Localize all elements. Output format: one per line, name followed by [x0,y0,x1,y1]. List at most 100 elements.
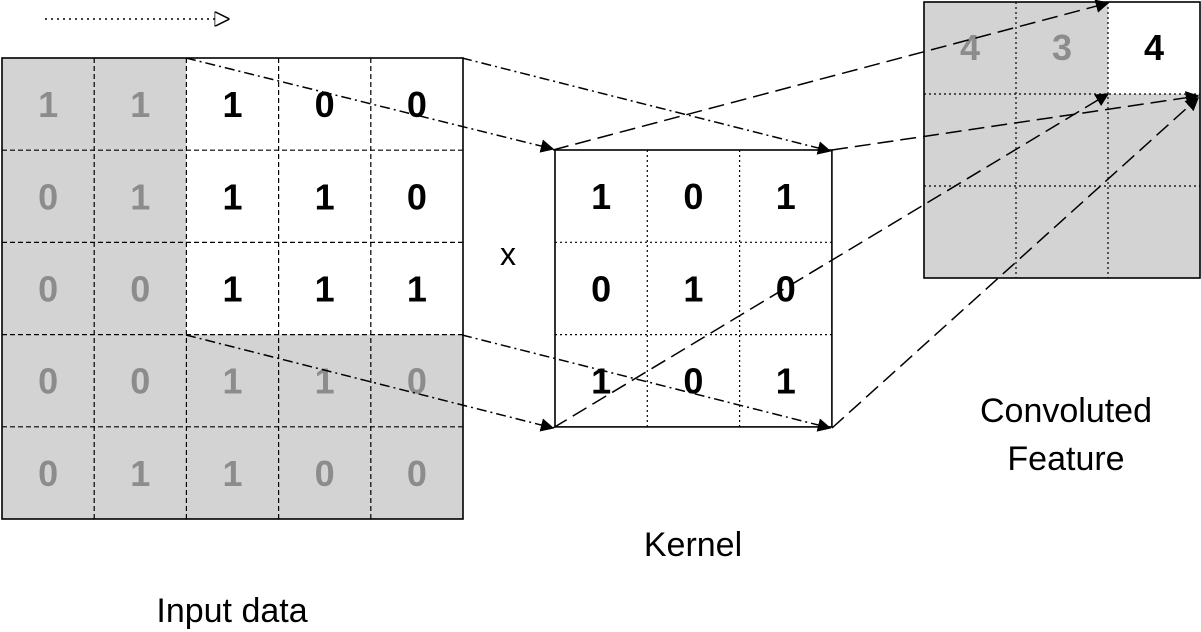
input-cell-bg [186,150,279,243]
input-cell-bg [278,58,371,151]
kernel-cell-bg [739,150,832,243]
input-cell-bg [94,426,187,519]
input-cell-bg [278,242,371,335]
connector-bottom-right [461,334,832,432]
kernel-cell-value: 1 [683,268,703,309]
kernel-cell-bg [555,150,648,243]
input-cell-bg [2,334,95,427]
input-cell-value: 1 [315,268,335,309]
input-cell-bg [278,150,371,243]
output-label-line1: Convoluted [980,392,1152,430]
kernel-border [554,149,833,428]
output-label-line2: Feature [1007,440,1124,478]
input-cell-bg [370,426,463,519]
output-cell-value: 3 [1052,27,1072,68]
input-cell-bg [186,334,279,427]
output-cell-bg [1016,186,1108,278]
kernel-cell-value: 1 [776,176,796,217]
output-cell-bg [924,186,1016,278]
input-cell-value: 1 [222,361,242,402]
input-cell-value: 0 [38,361,58,402]
input-cell-bg [94,334,187,427]
input-cell-bg [278,426,371,519]
input-cell-value: 1 [222,84,242,125]
connector-out-bottom-right [831,97,1200,429]
input-border [1,57,464,520]
kernel-cell-value: 0 [591,268,611,309]
input-cell-bg [186,426,279,519]
input-cell-bg [370,150,463,243]
output-cell-value: 4 [960,27,980,68]
output-cell-bg [1108,94,1200,186]
input-cell-bg [278,334,371,427]
input-cell-value: 1 [222,268,242,309]
kernel-cell-bg [739,242,832,335]
input-cell-bg [2,426,95,519]
kernel-cell-value: 1 [591,176,611,217]
output-grid: 4 3 4 [923,1,1201,279]
kernel-cell-bg [739,334,832,427]
input-cell-value: 0 [130,361,150,402]
connector-top-left [185,57,555,153]
input-cell-bg [370,334,463,427]
input-cell-bg [186,58,279,151]
multiply-operator: x [500,236,516,272]
connector-out-top-left [552,0,1110,151]
input-cell-value: 0 [38,176,58,217]
input-cell-value: 1 [130,453,150,494]
input-label: Input data [156,592,307,630]
kernel-cell-value: 0 [683,361,703,402]
input-cell-value: 0 [407,453,427,494]
input-cell-value: 0 [38,453,58,494]
input-cell-bg [94,242,187,335]
output-cell-value: 4 [1144,27,1164,68]
kernel-cell-bg [647,334,740,427]
output-cell-bg [1108,2,1200,94]
input-cell-value: 0 [130,268,150,309]
window-to-kernel-connectors [185,57,832,432]
kernel-cell-bg [555,242,648,335]
input-cell-bg [370,58,463,151]
input-cell-value: 1 [315,361,335,402]
connector-top-right [461,57,832,155]
kernel-cell-value: 1 [776,361,796,402]
input-cell-value: 0 [407,84,427,125]
kernel-to-output-connectors [552,0,1200,429]
input-cell-bg [94,150,187,243]
input-cell-value: 0 [407,176,427,217]
output-cell-bg [924,94,1016,186]
input-cell-bg [2,242,95,335]
input-cell-value: 1 [407,268,427,309]
kernel-cell-value: 1 [591,361,611,402]
input-cell-value: 1 [222,453,242,494]
input-cell-bg [370,242,463,335]
kernel-cell-bg [647,150,740,243]
input-cell-bg [94,58,187,151]
kernel-cell-value: 0 [683,176,703,217]
input-cell-bg [186,242,279,335]
input-cell-value: 1 [315,176,335,217]
input-cell-value: 1 [38,84,58,125]
connector-out-bottom-left [552,93,1110,429]
input-cell-value: 1 [222,176,242,217]
kernel-cell-value: 0 [776,268,796,309]
kernel-label: Kernel [644,526,742,564]
kernel-cell-bg [647,242,740,335]
output-cell-bg [1016,2,1108,94]
input-cell-value: 0 [38,268,58,309]
connector-out-top-right [831,91,1200,151]
kernel-grid: 1 0 1 0 1 0 1 0 1 [554,149,833,428]
output-border [923,1,1201,279]
input-cell-bg [2,58,95,151]
output-cell-bg [1016,94,1108,186]
input-cell-value: 1 [130,176,150,217]
input-cell-value: 0 [315,453,335,494]
connector-bottom-left [185,334,555,432]
kernel-cell-bg [555,334,648,427]
output-cell-bg [1108,186,1200,278]
input-cell-bg [2,150,95,243]
input-cell-value: 0 [407,361,427,402]
input-cell-value: 1 [130,84,150,125]
